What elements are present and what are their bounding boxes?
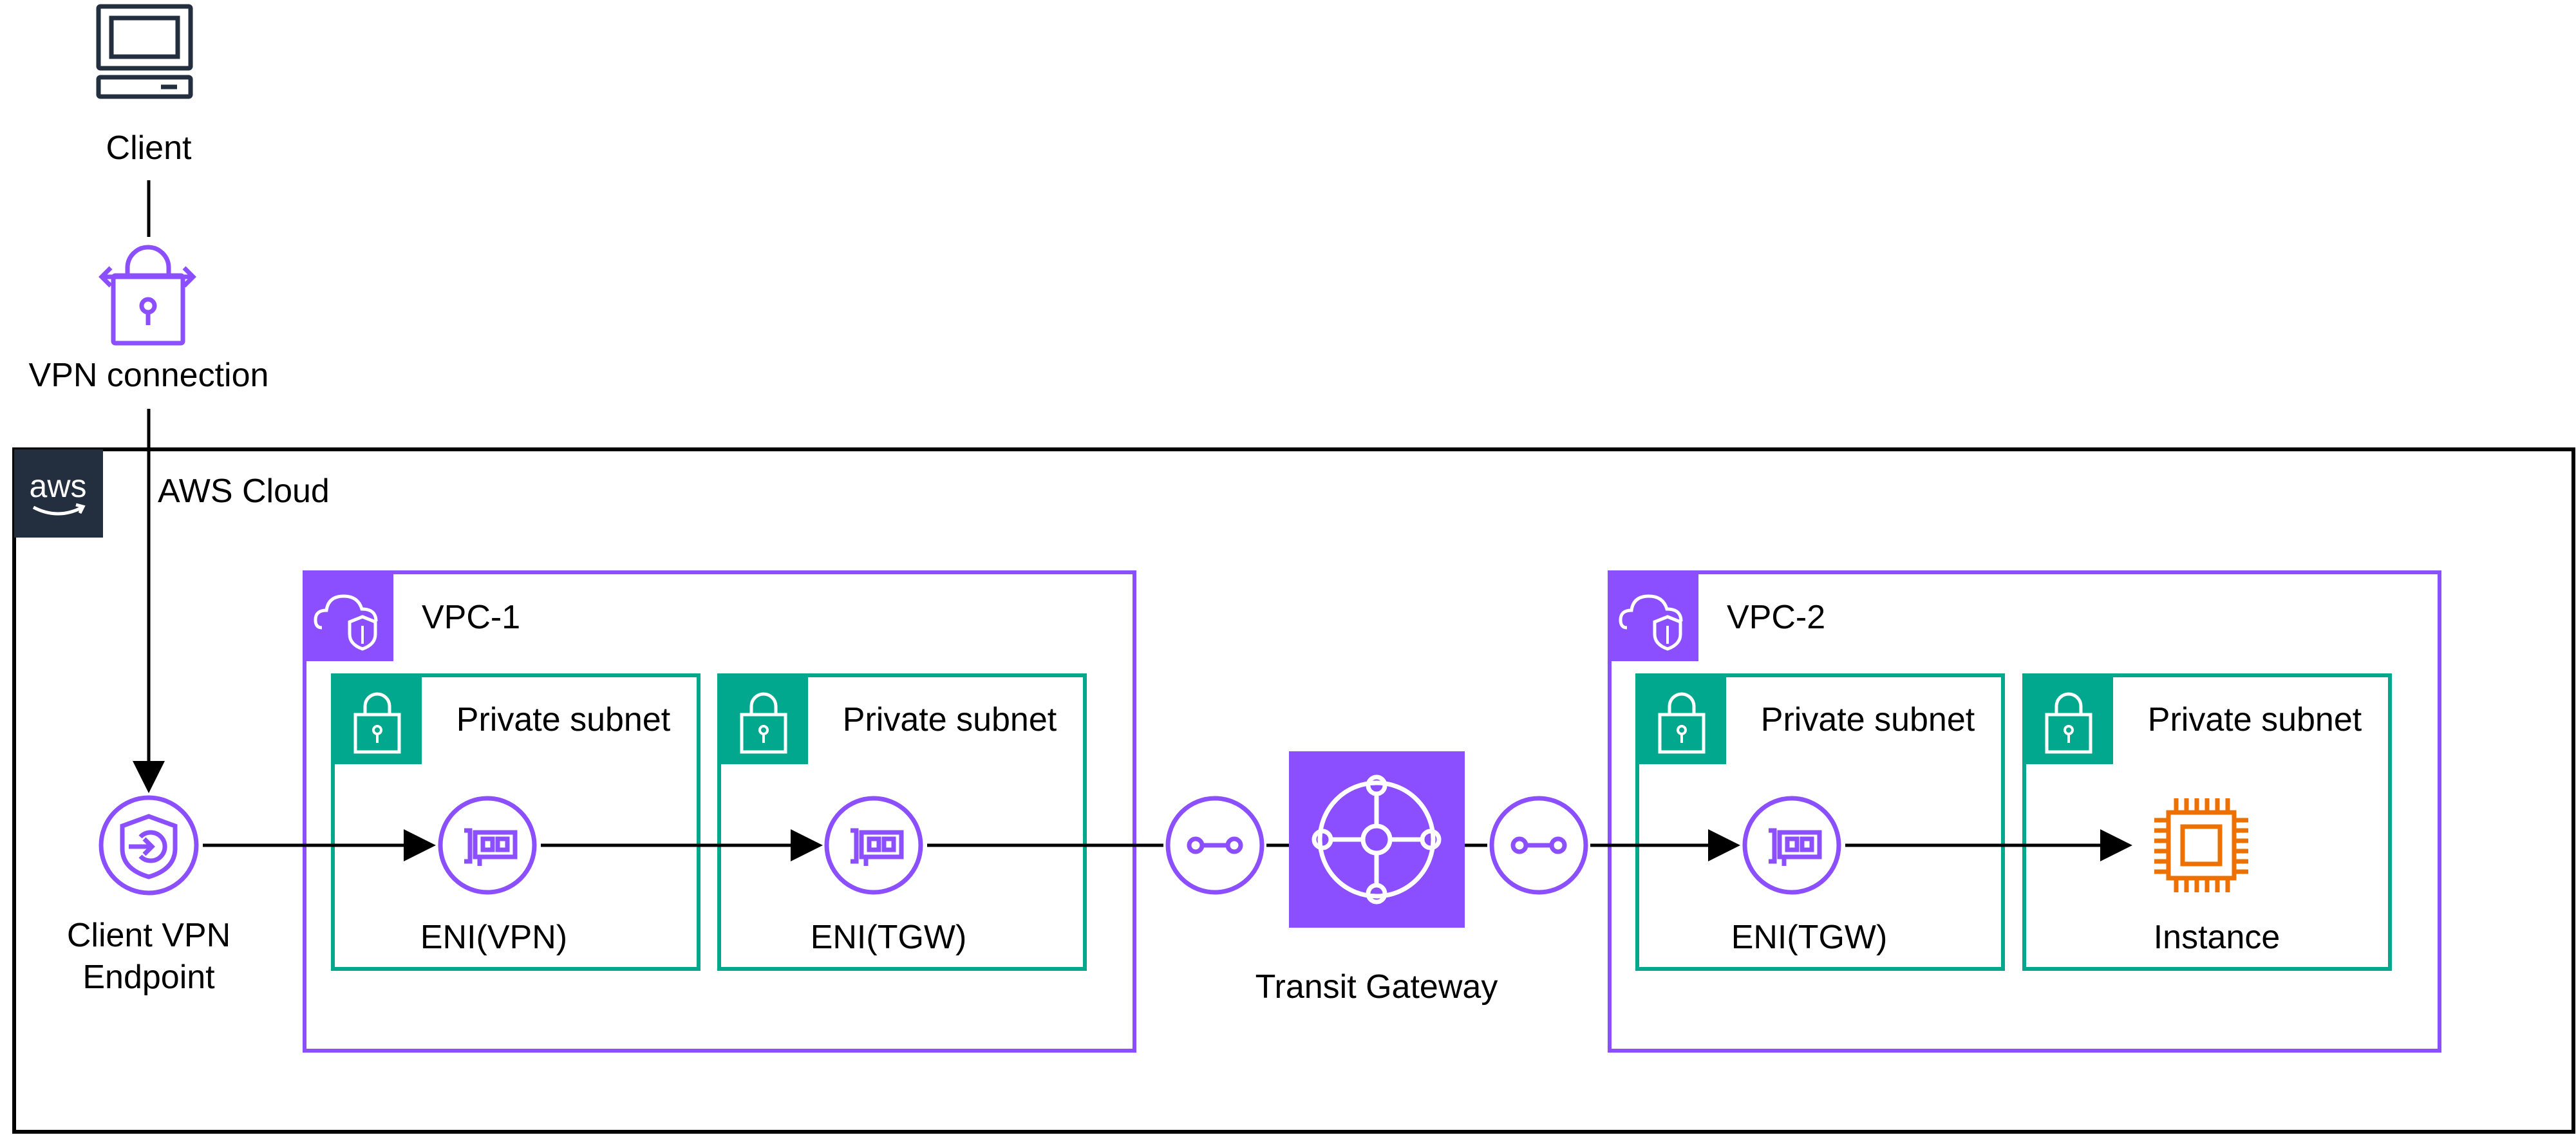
subnet-label: Private subnet	[456, 701, 671, 738]
vpc2-subnet-1: Private subnet ENI(TGW)	[1635, 673, 2005, 971]
vpc2-group: VPC-2 Private subnet ENI(TGW)	[1608, 570, 2441, 1053]
network-interface-icon	[1742, 796, 1841, 895]
resource-label: Instance	[2154, 919, 2280, 956]
subnet-border	[1635, 673, 2005, 971]
vpn-connection-node: VPN connection	[29, 245, 269, 394]
subnet-label: Private subnet	[1761, 701, 1975, 738]
aws-cloud-group: aws AWS Cloud	[12, 447, 2575, 1134]
aws-cloud-label: AWS Cloud	[158, 473, 330, 510]
tgw-attachment-icon	[1165, 796, 1264, 895]
vpc1-label: VPC-1	[422, 599, 520, 636]
desktop-computer-icon	[96, 4, 193, 99]
tgw-attachment-icon	[1489, 796, 1588, 895]
vpc-cloud-icon	[305, 572, 393, 661]
subnet-lock-icon	[333, 675, 422, 764]
transit-gateway-icon	[1289, 751, 1465, 928]
vpc2-label: VPC-2	[1727, 599, 1825, 636]
vpc1-group: VPC-1 Private subnet ENI(VPN)	[303, 570, 1136, 1053]
resource-label: ENI(VPN)	[420, 919, 567, 956]
subnet-border	[331, 673, 700, 971]
transit-gateway-node: Transit Gateway	[1165, 751, 1588, 1006]
aws-smile-icon	[32, 505, 84, 516]
vpc1-border	[303, 570, 1136, 1053]
network-interface-icon	[438, 796, 537, 895]
client-vpn-endpoint-label-line1: Client VPN	[67, 917, 230, 954]
client-vpn-endpoint-label-line2: Endpoint	[82, 959, 215, 996]
subnet-label: Private subnet	[2148, 701, 2362, 738]
client-node: Client	[96, 4, 193, 167]
client-vpn-endpoint-node: Client VPN Endpoint	[67, 795, 230, 996]
aws-cloud-border	[12, 447, 2575, 1134]
resource-label: ENI(TGW)	[1731, 919, 1888, 956]
client-label: Client	[106, 129, 192, 167]
subnet-label: Private subnet	[843, 701, 1057, 738]
vpn-connection-label: VPN connection	[29, 357, 269, 394]
vpc-cloud-icon	[1610, 572, 1698, 661]
aws-logo: aws	[14, 449, 103, 538]
subnet-lock-icon	[1637, 675, 1726, 764]
subnet-lock-icon	[2024, 675, 2113, 764]
subnet-border	[2022, 673, 2392, 971]
subnet-lock-icon	[719, 675, 808, 764]
ec2-instance-icon	[2154, 798, 2248, 892]
vpc1-subnet-1: Private subnet ENI(VPN)	[331, 673, 700, 971]
network-interface-icon	[824, 796, 923, 895]
subnet-border	[717, 673, 1087, 971]
vpc2-subnet-2: Private subnet Instance	[2022, 673, 2392, 971]
aws-logo-text: aws	[30, 468, 87, 504]
vpc2-border	[1608, 570, 2441, 1053]
transit-gateway-label: Transit Gateway	[1255, 968, 1498, 1006]
vpc1-subnet-2: Private subnet ENI(TGW)	[717, 673, 1087, 971]
vpn-connection-icon	[99, 245, 196, 346]
client-vpn-endpoint-icon	[99, 795, 199, 896]
resource-label: ENI(TGW)	[811, 919, 967, 956]
